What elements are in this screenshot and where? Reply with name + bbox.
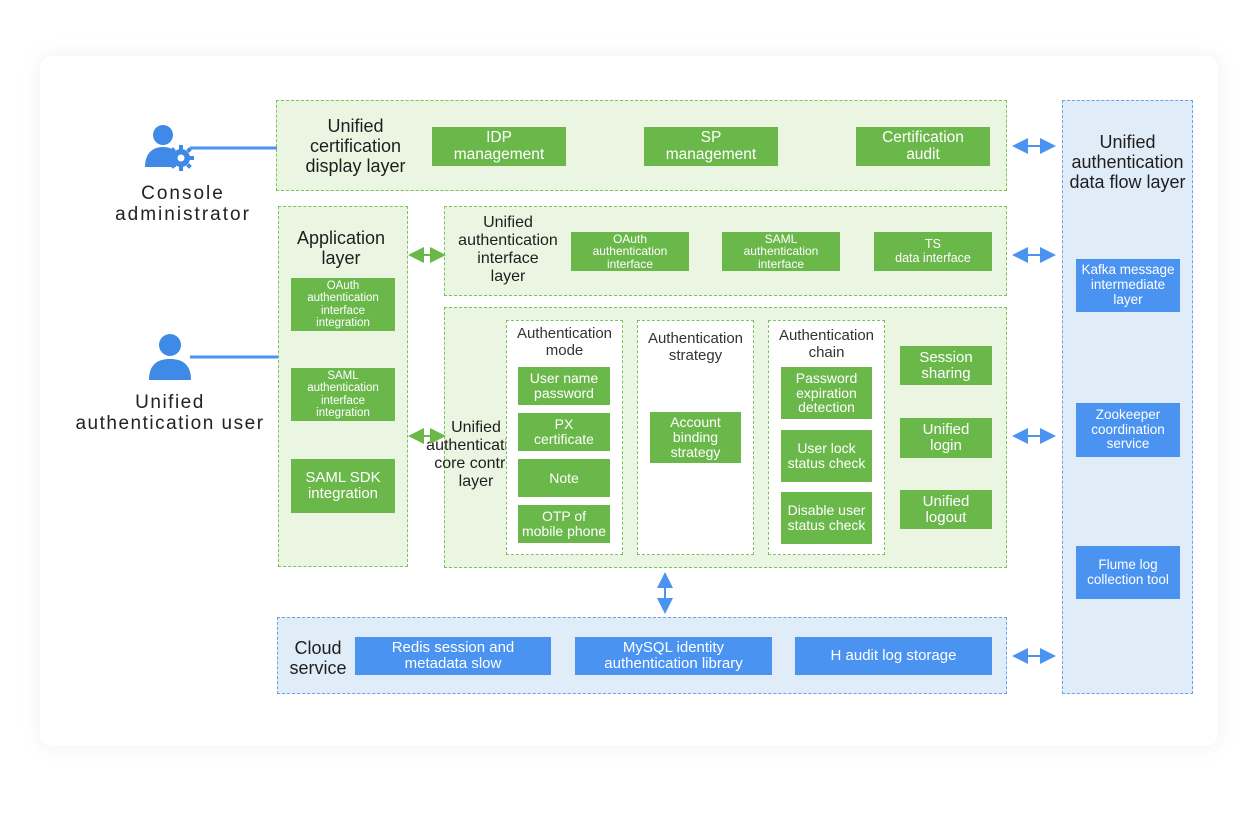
console-admin-icon — [145, 123, 195, 171]
redis-box: Redis session and metadata slow — [355, 637, 551, 675]
kafka-box: Kafka message intermediate layer — [1076, 259, 1180, 312]
auth-chain-title: Authentication chain — [778, 327, 875, 362]
interface-layer-title: Unified authentication interface layer — [458, 213, 558, 286]
ts-data-interface-box: TS data interface — [874, 232, 992, 271]
display-layer-title: Unified certification display layer — [305, 115, 406, 177]
core-layer-title: Unified authentication core control laye… — [426, 418, 526, 491]
user-icon — [148, 333, 192, 381]
account-binding-box: Account binding strategy — [650, 412, 741, 463]
display-layer-panel — [276, 100, 1007, 191]
unified-login-box: Unified login — [900, 418, 992, 458]
oauth-interface-box: OAuth authentication interface — [571, 232, 689, 271]
user-lock-box: User lock status check — [781, 430, 872, 482]
mysql-box: MySQL identity authentication library — [575, 637, 772, 675]
oauth-integration-box: OAuth authentication interface integrati… — [291, 278, 395, 331]
application-layer-title: Application layer — [296, 227, 386, 268]
password-expiration-box: Password expiration detection — [781, 367, 872, 419]
username-password-box: User name password — [518, 367, 610, 405]
cloud-service-title: Cloud service — [289, 637, 347, 678]
unified-user-label: Unified authentication user — [75, 391, 265, 434]
certification-audit-box: Certification audit — [856, 127, 990, 166]
idp-management-box: IDP management — [432, 127, 566, 166]
h-audit-box: H audit log storage — [795, 637, 992, 675]
data-flow-title: Unified authentication data flow layer — [1069, 131, 1186, 193]
session-sharing-box: Session sharing — [900, 346, 992, 385]
flume-box: Flume log collection tool — [1076, 546, 1180, 599]
unified-logout-box: Unified logout — [900, 490, 992, 529]
auth-mode-title: Authentication mode — [516, 325, 613, 360]
saml-sdk-integration-box: SAML SDK integration — [291, 459, 395, 513]
console-admin-label: Console administrator — [115, 182, 251, 225]
sp-management-box: SP management — [644, 127, 778, 166]
note-box: Note — [518, 459, 610, 497]
zookeeper-box: Zookeeper coordination service — [1076, 403, 1180, 457]
saml-integration-box: SAML authentication interface integratio… — [291, 368, 395, 421]
otp-mobile-box: OTP of mobile phone — [518, 505, 610, 543]
disable-user-box: Disable user status check — [781, 492, 872, 544]
px-certificate-box: PX certificate — [518, 413, 610, 451]
auth-strategy-title: Authentication strategy — [647, 330, 744, 365]
saml-interface-box: SAML authentication interface — [722, 232, 840, 271]
